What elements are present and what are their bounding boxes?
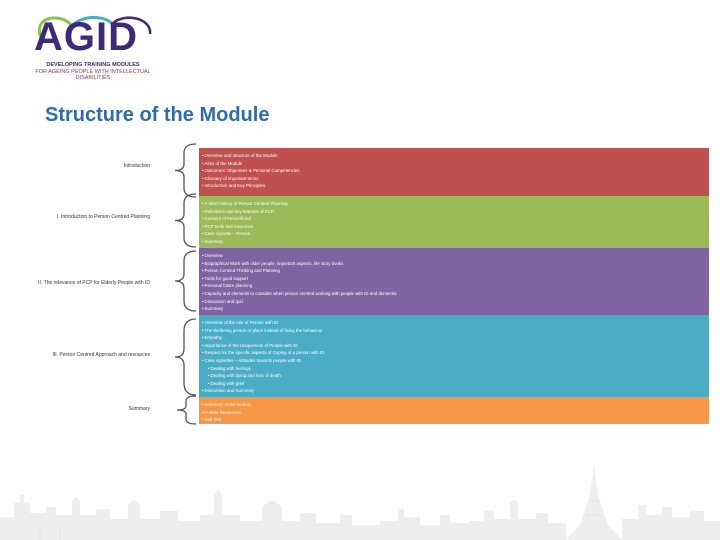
list-item: Overview and structure of the Module <box>202 152 709 160</box>
list-item: Self Test <box>202 416 709 424</box>
list-item: Outcomes: Objectives & Personal Competen… <box>202 167 709 175</box>
logo-tagline: DEVELOPING TRAINING MODULES FOR AGEING P… <box>18 62 168 82</box>
list-item: Discussion and quiz <box>202 298 709 306</box>
section-box-approach: Overview of the role of Person with ID T… <box>199 315 709 397</box>
logo-wordmark: AGID <box>34 15 138 59</box>
section-label-intro-pcp: I. Introduction to Person Centred Planni… <box>56 214 150 220</box>
list-item: Importance of the Uniqueness of People w… <box>202 342 709 350</box>
agid-logo: AGID DEVELOPING TRAINING MODULES FOR AGE… <box>12 12 172 81</box>
list-item: A short history of Person Centred Planni… <box>202 200 709 208</box>
section-box-introduction: Overview and structure of the Module Aim… <box>199 148 709 196</box>
list-item: Aims of the Module <box>202 160 709 168</box>
section-box-summary: Summary of the Module Further Resources … <box>199 397 709 424</box>
list-item: Introduction and Key Principles <box>202 182 709 190</box>
section-label-introduction: Introduction <box>123 163 150 169</box>
list-item: PCP tools and resources <box>202 223 709 231</box>
list-item: Concept of Personhood <box>202 215 709 223</box>
list-item: Further Resources <box>202 409 709 417</box>
list-item: Personal future planning <box>202 282 709 290</box>
list-item: Summary of the Module <box>202 401 709 409</box>
list-item: Tools for good support <box>202 275 709 283</box>
list-item: Summary <box>202 305 709 313</box>
list-item: Glossary of important terms <box>202 175 709 183</box>
list-item: Dealing with dying and loss of death <box>202 372 709 380</box>
list-item: Overview of the role of Person with ID <box>202 319 709 327</box>
list-item: Discussion and Summary <box>202 387 709 395</box>
section-label-summary: Summary <box>128 406 150 412</box>
list-item: Person Centred Thinking and Planning <box>202 267 709 275</box>
list-item: Dealing with feelings <box>202 365 709 373</box>
list-item: Capacity and elements to consider when p… <box>202 290 709 298</box>
list-item: Dealing with grief <box>202 380 709 388</box>
brace-icon <box>174 318 197 396</box>
list-item: Respect for the specific aspects of Copi… <box>202 349 709 357</box>
logo-tagline-line1: DEVELOPING TRAINING MODULES <box>46 62 140 68</box>
list-item: Summary <box>202 238 709 246</box>
list-item: Case vignettes – Attitudes towards peopl… <box>202 357 709 365</box>
section-box-intro-pcp: A short history of Person Centred Planni… <box>199 196 709 248</box>
list-item: The Welbeing person or place instead of … <box>202 327 709 335</box>
city-skyline-illustration <box>0 465 720 540</box>
logo-swirl-icon <box>38 16 152 41</box>
list-item: Overview <box>202 252 709 260</box>
page-title: Structure of the Module <box>45 104 270 126</box>
list-item: Empathy <box>202 334 709 342</box>
brace-icon <box>174 143 197 198</box>
brace-icon <box>176 395 197 425</box>
list-item: Definitions and key features of PCP <box>202 208 709 216</box>
list-item: Biographical Work with older people, imp… <box>202 260 709 268</box>
logo-tagline-line2: FOR AGEING PEOPLE WITH INTELLECTUAL DISA… <box>35 68 151 82</box>
list-item: Case vignette – Person <box>202 230 709 238</box>
brace-icon <box>174 250 197 312</box>
section-box-relevance: Overview Biographical Work with older pe… <box>199 248 709 315</box>
section-label-approach: III. Person Centred Approach and resourc… <box>52 352 150 358</box>
brace-icon <box>174 193 197 248</box>
section-label-relevance: II. The relevance of PCP for Elderly Peo… <box>38 280 150 286</box>
